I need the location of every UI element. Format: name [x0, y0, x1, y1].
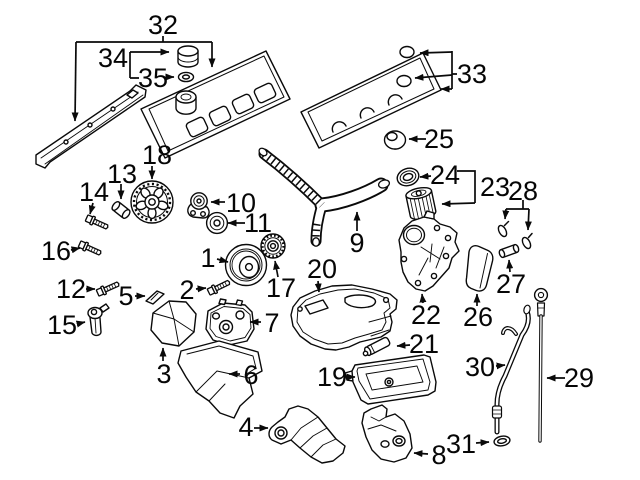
leader-16	[70, 246, 81, 254]
callout-22: 22	[411, 300, 441, 330]
part-34-oil-filler-cap	[177, 45, 199, 68]
part-27-dowel-pin	[498, 243, 520, 259]
callout-5: 5	[118, 281, 133, 311]
callout-9: 9	[349, 228, 364, 258]
leader-33-arrow-b	[414, 73, 453, 81]
part-13-spacer	[111, 200, 131, 220]
callout-7: 7	[264, 308, 279, 338]
callout-24: 24	[430, 160, 460, 190]
leader-22	[419, 293, 427, 304]
leader-30	[495, 362, 506, 370]
leader-32-arrow-a	[71, 41, 79, 122]
callout-33: 33	[457, 59, 487, 89]
callout-32: 32	[148, 10, 178, 40]
leader-28-bracket	[506, 200, 529, 210]
part-32-cover-rail	[35, 84, 147, 169]
leader-20	[314, 280, 322, 293]
callout-34: 34	[98, 43, 128, 73]
callout-2: 2	[179, 275, 194, 305]
part-2-bolt	[206, 277, 233, 297]
callout-labels: 1 2 3 4 5 6 7 8 9 10 11 12 13 14 15 16 1…	[41, 10, 594, 470]
callout-19: 19	[317, 362, 347, 392]
leader-21	[396, 341, 411, 349]
callout-13: 13	[107, 159, 137, 189]
part-29-dipstick	[533, 287, 549, 443]
leader-15	[75, 320, 86, 328]
leader-28-arrow-a	[502, 208, 510, 220]
part-19-lower-oil-pan	[344, 354, 437, 405]
part-22-bracket	[398, 210, 460, 292]
part-26-cover	[465, 245, 494, 292]
leader-27	[506, 259, 514, 273]
part-33-valve-cover-gasket	[300, 45, 442, 149]
part-24-seal-ring	[396, 167, 420, 187]
callout-15: 15	[47, 310, 77, 340]
part-8-cover	[361, 404, 413, 463]
callout-14: 14	[79, 177, 109, 207]
part-30-dipstick-tube	[491, 304, 531, 435]
leader-33-arrow-a	[419, 49, 453, 57]
part-20-upper-oil-pan	[290, 284, 398, 351]
leader-32-bracket	[76, 36, 212, 43]
part-5-clip	[145, 290, 165, 305]
callout-12: 12	[56, 274, 86, 304]
part-14-bolt	[84, 213, 111, 233]
callout-16: 16	[41, 236, 71, 266]
callout-11: 11	[244, 208, 272, 238]
callout-35: 35	[138, 63, 168, 93]
callout-18: 18	[142, 140, 172, 170]
leader-34-bracket	[129, 52, 139, 79]
leader-23-arrow	[441, 200, 476, 208]
callout-27: 27	[496, 269, 526, 299]
callout-3: 3	[156, 359, 171, 389]
leader-2	[195, 285, 207, 293]
callout-20: 20	[307, 254, 337, 284]
part-10-belt-tensioner	[187, 192, 210, 219]
callout-6: 6	[243, 360, 258, 390]
leader-28-arrow-b	[524, 208, 532, 231]
part-3-timing-cover-upper	[150, 300, 197, 347]
part-9-timing-belt	[258, 147, 391, 247]
parts-layer	[35, 45, 549, 464]
part-25-grommet	[383, 130, 407, 150]
callout-29: 29	[564, 363, 594, 393]
leader-8	[413, 450, 429, 458]
callout-4: 4	[238, 412, 253, 442]
part-4-cover	[268, 405, 346, 464]
callout-17: 17	[266, 273, 296, 303]
part-32-valve-cover	[140, 50, 291, 159]
callout-25: 25	[424, 124, 454, 154]
callout-10: 10	[226, 188, 256, 218]
callout-30: 30	[465, 352, 495, 382]
leader-1	[216, 256, 229, 264]
part-31-o-ring	[493, 435, 511, 447]
leader-24	[419, 172, 432, 180]
part-21-baffle-tube	[362, 336, 391, 357]
part-18-camshaft-gear	[130, 180, 174, 224]
part-28-clips	[497, 220, 533, 250]
part-6-timing-cover-center	[177, 340, 263, 419]
part-1-crankshaft-pulley	[224, 243, 268, 287]
callout-21: 21	[409, 329, 439, 359]
part-12-bolt	[95, 278, 122, 298]
part-35-cap-seal	[177, 71, 195, 83]
leader-23-bracket	[457, 170, 476, 203]
callout-26: 26	[463, 302, 493, 332]
leader-33-bracket	[451, 51, 457, 89]
part-15-tube	[87, 303, 110, 337]
part-11-idler-pulley	[205, 211, 229, 235]
callout-31: 31	[446, 429, 476, 459]
leader-14	[88, 202, 96, 215]
leader-17	[273, 260, 281, 278]
callout-23: 23	[480, 172, 510, 202]
leader-31	[475, 439, 490, 447]
callout-leader-lines	[70, 36, 565, 458]
part-7-cover	[205, 298, 255, 346]
part-16-bolt	[77, 239, 104, 259]
callout-28: 28	[508, 176, 538, 206]
callout-8: 8	[431, 440, 446, 470]
callout-1: 1	[200, 243, 215, 273]
part-17-crankshaft-sprocket	[260, 233, 286, 259]
